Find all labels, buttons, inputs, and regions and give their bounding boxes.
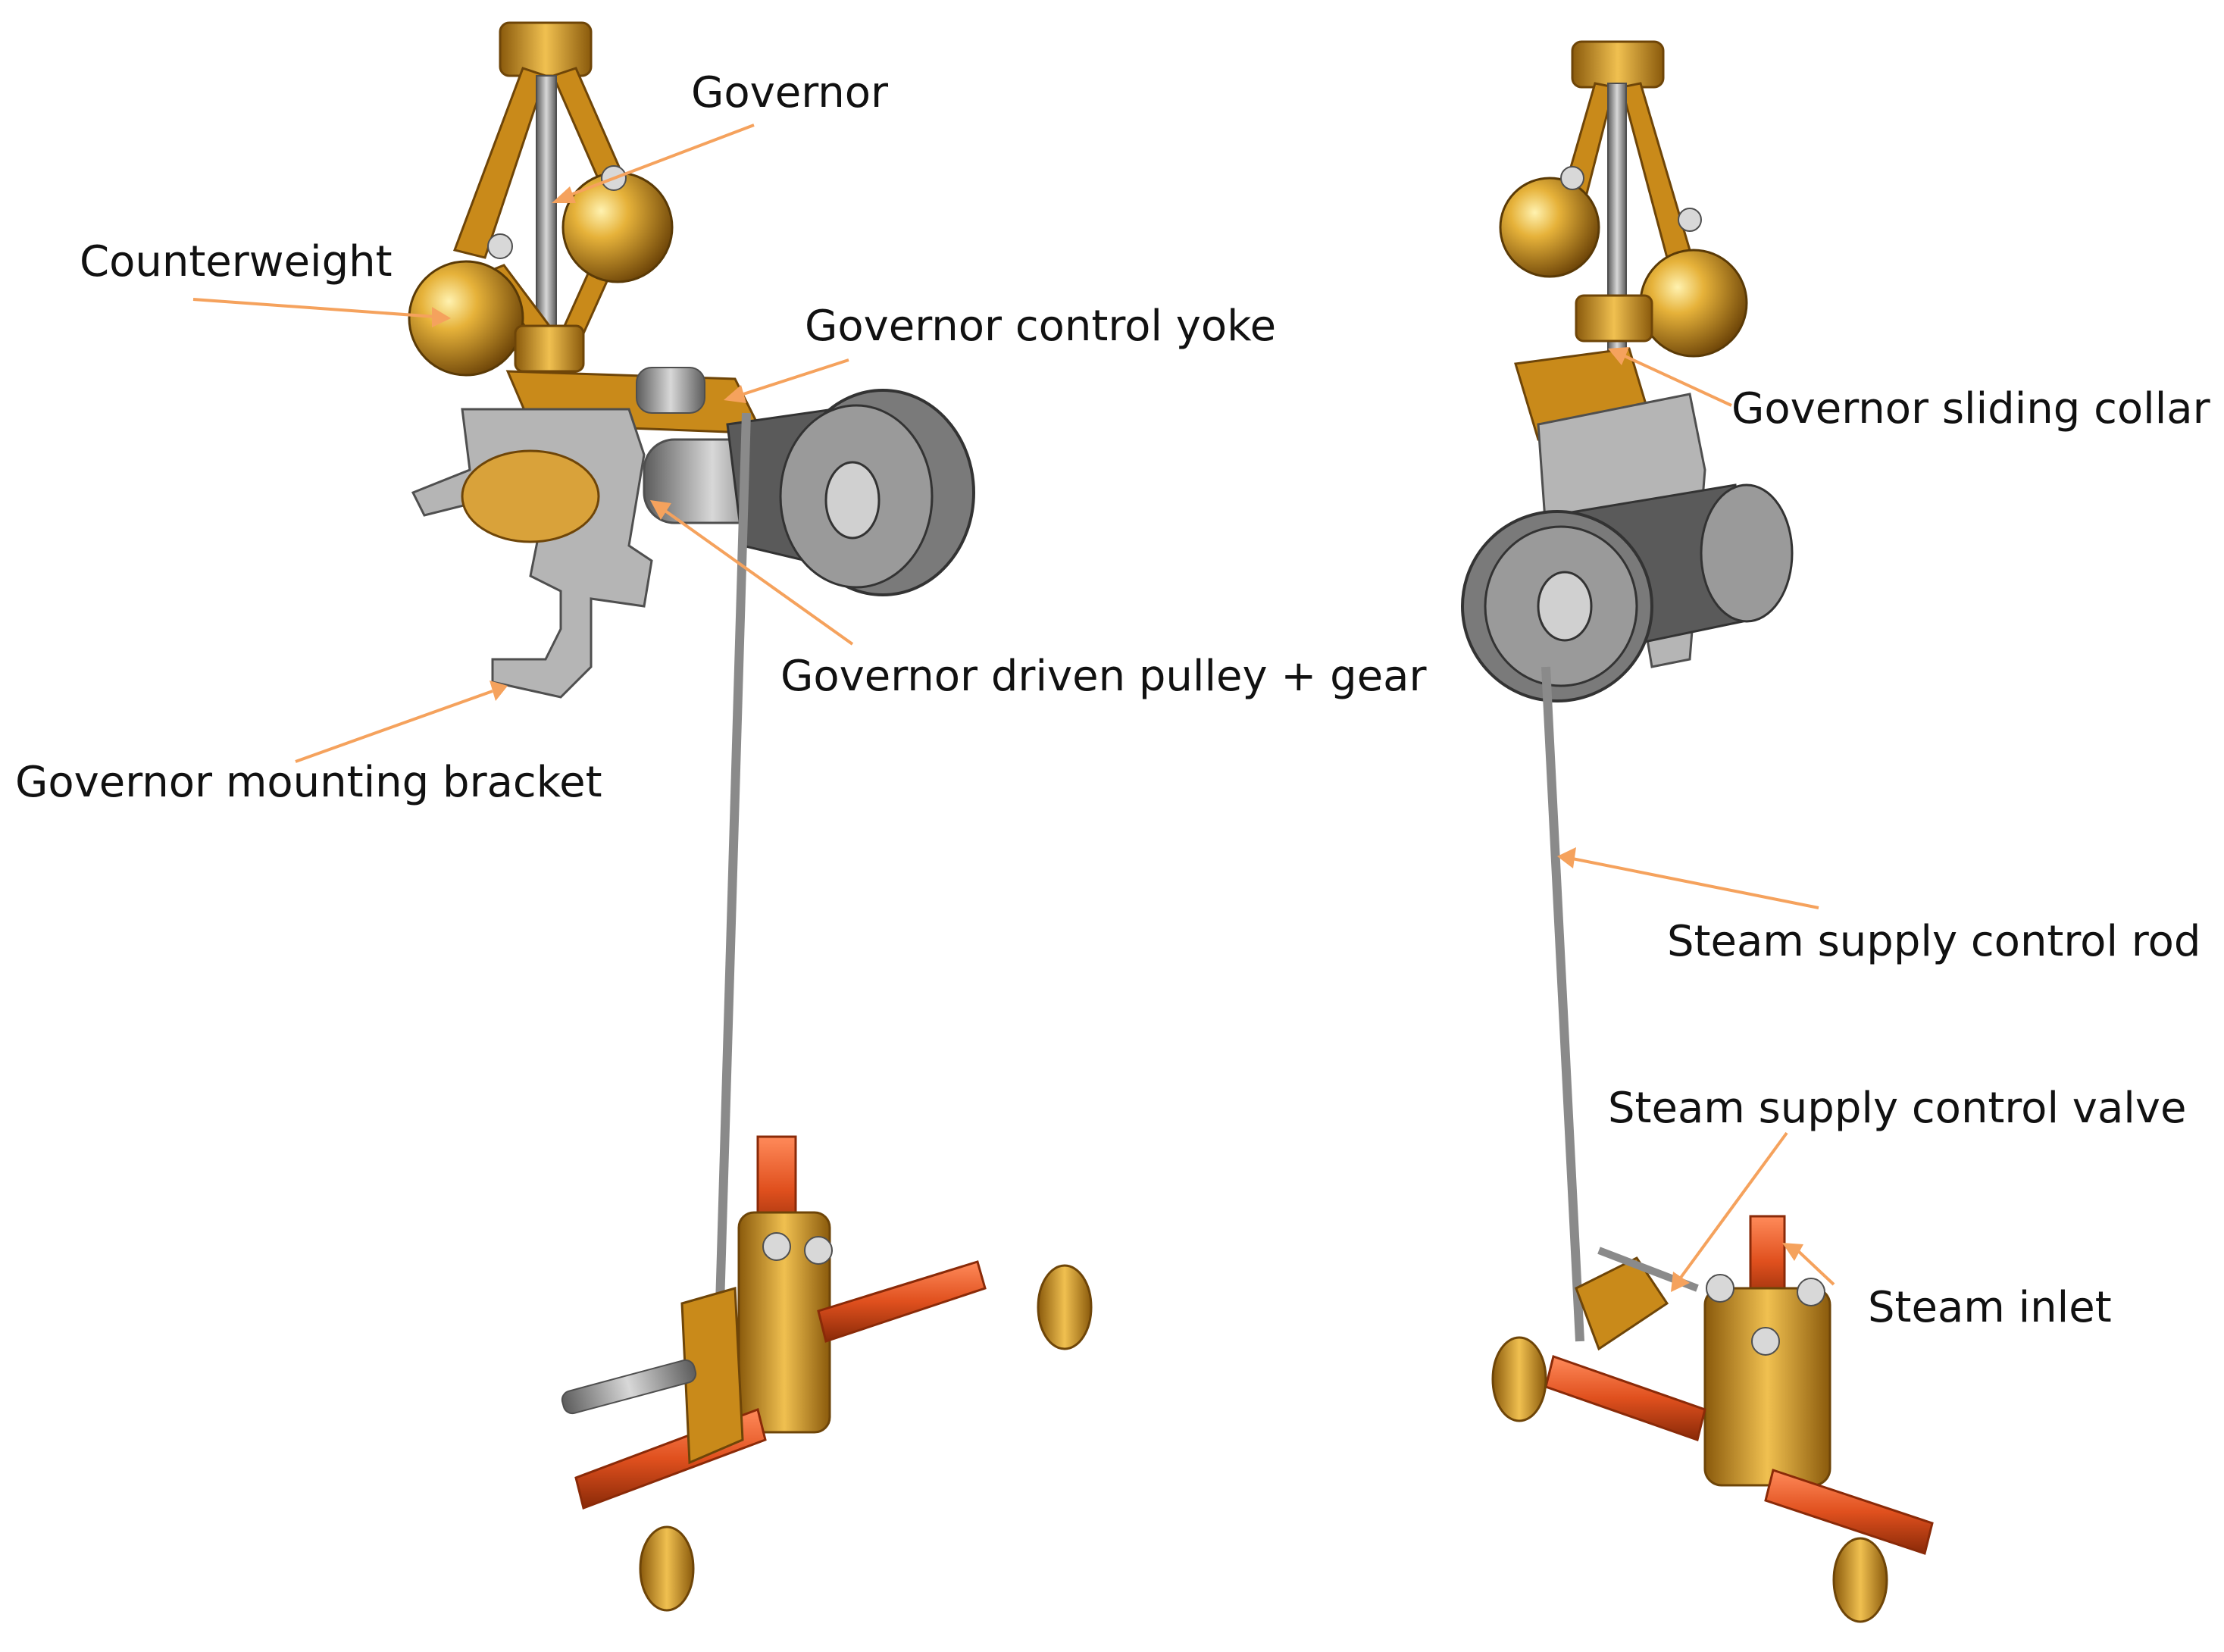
right-small-pulley [1700, 483, 1794, 623]
label-governor: Governor [691, 68, 889, 117]
right-flange-1 [1491, 1336, 1547, 1422]
right-governor-top-cap [1571, 40, 1665, 89]
right-counterweight-ball-2 [1639, 249, 1748, 358]
label-governor-sliding-collar: Governor sliding collar [1731, 384, 2210, 433]
left-steam-control-rod [712, 412, 751, 1433]
right-copper-pipe-2 [1764, 1469, 1934, 1555]
right-sliding-collar [1575, 294, 1653, 343]
label-counterweight: Counterweight [80, 237, 393, 286]
right-valve-lever [1575, 1256, 1669, 1351]
right-steam-control-rod [1541, 666, 1584, 1342]
leader-mounting-bracket-arrowhead [490, 681, 508, 701]
left-copper-pipe [817, 1260, 987, 1343]
leader-control-yoke [738, 358, 849, 397]
right-governor-arm-right [1620, 82, 1691, 259]
label-steam-supply-control-rod: Steam supply control rod [1667, 917, 2201, 966]
leader-counterweight [192, 298, 436, 318]
left-governor-collar [514, 324, 585, 373]
leader-steam-inlet [1794, 1247, 1835, 1286]
left-governor-gear [461, 449, 600, 543]
leader-driven-pulley-arrowhead [650, 500, 671, 520]
left-valve-spindle [561, 1359, 697, 1415]
right-flange-2 [1832, 1537, 1888, 1623]
left-valve-lever [680, 1287, 744, 1465]
leader-lines [192, 124, 1835, 1292]
leader-sliding-collar-arrowhead [1608, 347, 1629, 365]
leader-counterweight-arrowhead [432, 307, 451, 327]
label-governor-control-yoke: Governor control yoke [805, 302, 1277, 351]
label-governor-mounting-bracket: Governor mounting bracket [15, 758, 602, 807]
right-valve-body [1703, 1287, 1831, 1487]
right-pivot-bolt-2 [1678, 208, 1702, 232]
leader-governor-arrowhead [552, 186, 576, 203]
leader-governor [564, 124, 755, 199]
label-steam-inlet: Steam inlet [1868, 1283, 2112, 1332]
right-valve-bolt-1 [1706, 1274, 1734, 1303]
label-steam-supply-control-valve: Steam supply control valve [1608, 1084, 2187, 1133]
leader-control-valve [1677, 1131, 1788, 1282]
left-pivot-bolt-1 [487, 233, 513, 259]
left-large-pulley-hub [824, 461, 881, 540]
left-assembly [408, 21, 1093, 1612]
left-counterweight-ball-1 [408, 260, 524, 377]
right-counterweight-ball-1 [1499, 177, 1600, 278]
right-pivot-bolt-1 [1560, 166, 1584, 190]
left-valve-bolt-2 [804, 1236, 833, 1265]
left-governor-top-cap [499, 21, 593, 77]
leader-mounting-bracket [295, 690, 493, 763]
label-governor-driven-pulley-gear: Governor driven pulley + gear [780, 652, 1427, 701]
leader-control-rod-arrowhead [1557, 847, 1576, 868]
left-flange-2 [639, 1525, 695, 1612]
leader-driven-pulley [662, 508, 854, 646]
leader-sliding-collar [1621, 353, 1732, 407]
right-copper-pipe [1544, 1355, 1706, 1441]
left-yoke-roller [636, 367, 705, 414]
left-governor-arm-left [453, 67, 547, 259]
right-valve-bolt-2 [1797, 1278, 1825, 1306]
leader-control-yoke-arrowhead [724, 385, 746, 403]
leader-control-valve-arrowhead [1671, 1272, 1690, 1292]
leader-control-rod [1572, 857, 1819, 909]
right-assembly [1461, 40, 1934, 1623]
right-valve-bolt-3 [1751, 1327, 1780, 1356]
right-large-pulley-hub [1537, 571, 1593, 642]
left-flange-1 [1037, 1264, 1093, 1350]
leader-steam-inlet-arrowhead [1782, 1243, 1803, 1261]
left-valve-bolt-1 [762, 1232, 791, 1261]
